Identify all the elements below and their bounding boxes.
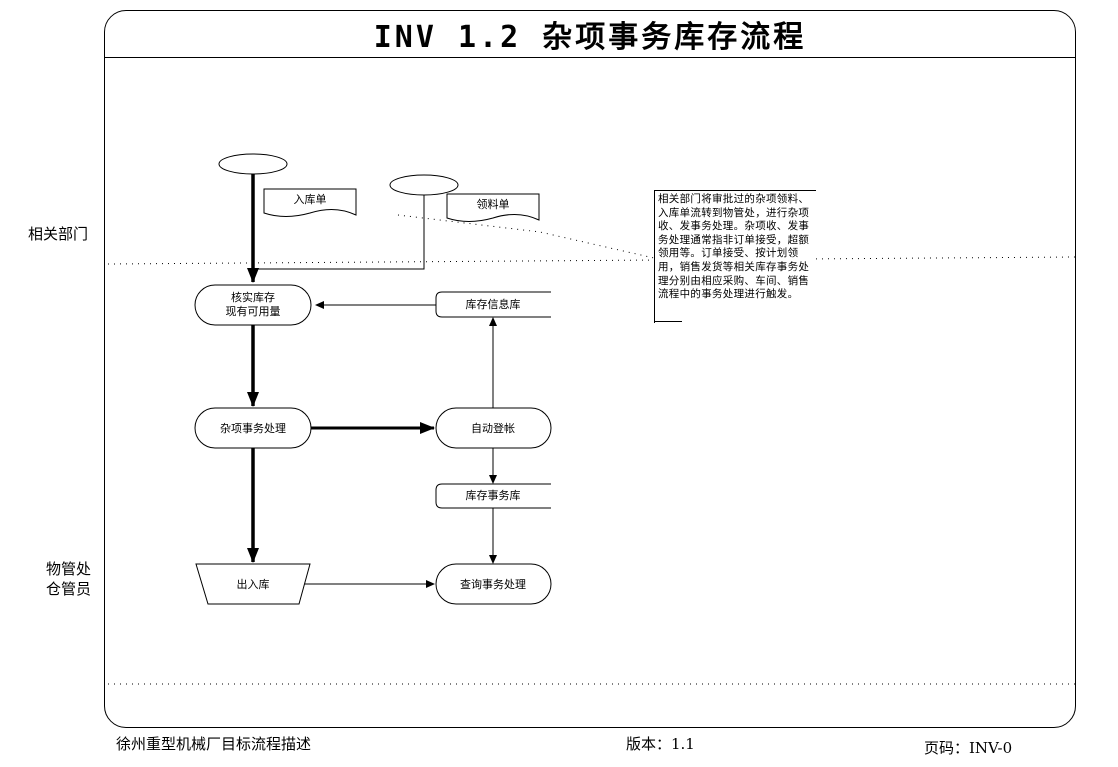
footer-page-number: 页码：INV-0 xyxy=(924,739,1013,757)
start-ellipse-2[interactable] xyxy=(389,174,459,196)
node-query-transaction[interactable]: 查询事务处理 xyxy=(435,563,552,605)
edge-start2-to-verify xyxy=(256,195,425,270)
node-in-out-stock-label: 出入库 xyxy=(237,577,270,591)
node-verify-stock-label-2: 现有可用量 xyxy=(226,304,281,318)
start-ellipse-1[interactable] xyxy=(218,153,288,175)
node-verify-stock[interactable]: 核实库存 现有可用量 xyxy=(194,284,312,326)
node-misc-transaction-label: 杂项事务处理 xyxy=(220,422,286,435)
node-transaction-db-label: 库存事务库 xyxy=(466,488,521,502)
document-inbound-slip[interactable]: 入库单 xyxy=(263,188,357,217)
node-inventory-db[interactable]: 库存信息库 xyxy=(435,291,551,318)
node-query-transaction-label: 查询事务处理 xyxy=(460,577,526,591)
lane-label-related-departments: 相关部门 xyxy=(28,225,89,243)
annotation-note-underline xyxy=(654,321,682,322)
diagram-frame xyxy=(104,10,1076,728)
document-inbound-slip-label: 入库单 xyxy=(294,193,327,206)
node-verify-stock-label-1: 核实库存 xyxy=(231,290,275,304)
lane-label-warehouse: 物管处 仓管员 xyxy=(46,559,91,599)
node-auto-post[interactable]: 自动登帐 xyxy=(435,407,552,449)
footer-company: 徐州重型机械厂目标流程描述 xyxy=(116,735,312,753)
footer-version: 版本：1.1 xyxy=(626,735,695,753)
annotation-note: 相关部门将审批过的杂项领料、入库单流转到物管处，进行杂项收、发事务处理。杂项收、… xyxy=(654,190,816,323)
node-misc-transaction[interactable]: 杂项事务处理 xyxy=(194,407,312,449)
note-connector xyxy=(397,214,655,259)
lane-label-line2: 仓管员 xyxy=(46,580,92,598)
document-requisition-slip[interactable]: 领料单 xyxy=(446,193,540,222)
node-auto-post-label: 自动登帐 xyxy=(471,421,515,435)
title-bar: INV 1.2 杂项事务库存流程 xyxy=(104,10,1076,58)
document-requisition-slip-label: 领料单 xyxy=(477,197,510,211)
lane-label-line1: 物管处 xyxy=(46,560,92,578)
node-in-out-stock[interactable]: 出入库 xyxy=(195,563,311,605)
node-transaction-db[interactable]: 库存事务库 xyxy=(435,483,551,509)
node-inventory-db-label: 库存信息库 xyxy=(466,297,521,311)
page-title: INV 1.2 杂项事务库存流程 xyxy=(373,19,807,55)
